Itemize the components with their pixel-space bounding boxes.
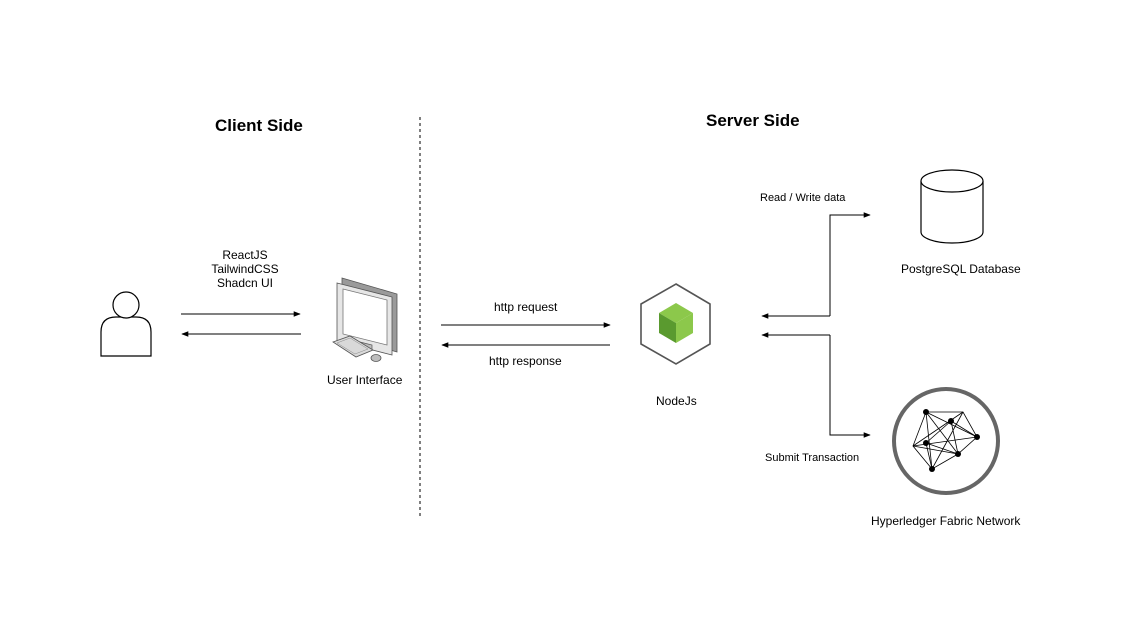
read-write-label: Read / Write data	[760, 192, 846, 204]
submit-transaction-label: Submit Transaction	[765, 452, 860, 464]
tech-stack-item: Shadcn UI	[216, 276, 274, 290]
tech-stack-item: ReactJS	[222, 248, 268, 262]
http-response-label: http response	[489, 354, 562, 368]
arrow-to-database	[829, 212, 871, 316]
computer-icon	[332, 277, 398, 362]
postgres-label: PostgreSQL Database	[901, 262, 1021, 276]
fabric-label: Hyperledger Fabric Network	[871, 514, 1021, 528]
http-request-label: http request	[494, 300, 558, 314]
user-interface-label: User Interface	[327, 373, 403, 387]
user-icon	[100, 291, 152, 357]
database-icon	[920, 169, 984, 244]
connector-server-to-services	[761, 212, 871, 438]
tech-stack-item: TailwindCSS	[211, 262, 279, 276]
hyperledger-fabric-icon	[892, 387, 1000, 495]
nodejs-icon	[640, 283, 711, 365]
client-side-heading: Client Side	[215, 116, 303, 135]
arrow-to-fabric	[829, 335, 871, 438]
tech-stack-label: ReactJS TailwindCSS Shadcn UI	[190, 248, 300, 290]
server-side-heading: Server Side	[706, 111, 800, 130]
nodejs-label: NodeJs	[656, 394, 697, 408]
